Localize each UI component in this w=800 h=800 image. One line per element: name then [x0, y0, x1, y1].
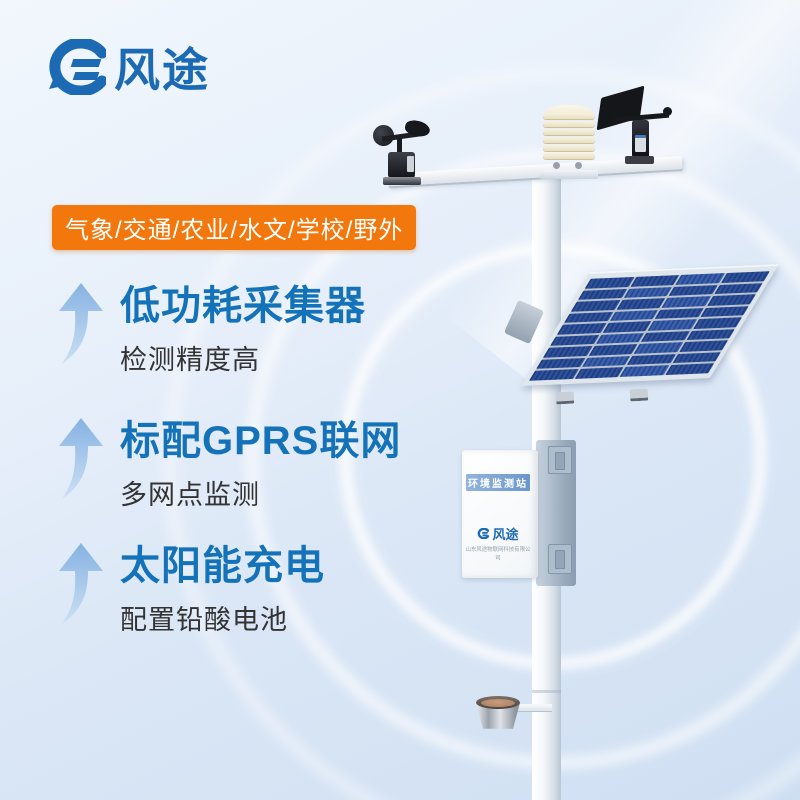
feature-gprs: 标配GPRS联网 多网点监测	[54, 417, 401, 512]
shield-plate	[543, 153, 595, 159]
feature-title: 低功耗采集器	[120, 284, 366, 328]
solar-cell	[563, 311, 614, 324]
solar-cell	[654, 307, 704, 320]
shield-bolt	[575, 162, 582, 169]
enclosure-brand: 风途	[460, 524, 536, 543]
solar-cell	[574, 367, 624, 379]
shield-base	[540, 170, 598, 179]
shield-plate	[543, 137, 595, 143]
solar-cell	[595, 332, 645, 345]
feature-subtitle: 多网点监测	[120, 480, 260, 510]
solar-cell	[588, 344, 638, 356]
solar-cell	[633, 342, 683, 354]
solar-cell	[720, 271, 770, 283]
solar-cell	[699, 305, 749, 318]
shield-plate	[543, 129, 595, 135]
cup-sensor-inner	[481, 699, 515, 707]
enclosure-hinge	[548, 544, 572, 574]
feature-title: 标配GPRS联网	[120, 419, 402, 463]
solar-cell	[623, 286, 673, 298]
enclosure-front-door	[462, 450, 538, 578]
solar-cell	[664, 363, 714, 376]
enclosure-brand-text: 风途	[492, 527, 519, 542]
solar-cell	[692, 317, 742, 329]
solar-cell	[668, 284, 718, 297]
solar-panel-foot	[555, 391, 575, 405]
up-arrow-icon	[54, 282, 106, 366]
cup-sensor-arm	[504, 704, 552, 711]
solar-cell	[557, 323, 607, 335]
solar-cell	[584, 276, 635, 289]
solar-cell	[581, 355, 631, 368]
anemometer-label	[407, 156, 414, 172]
solar-cell	[647, 319, 697, 331]
control-enclosure: 环境监测站 风途 山东风途物联网科技有限公司	[460, 438, 580, 590]
evaporation-cup-sensor	[474, 696, 554, 734]
wind-speed-sensor	[368, 114, 434, 186]
enclosure-company-text: 山东风途物联网科技有限公司	[465, 547, 531, 562]
solar-cell	[706, 294, 756, 306]
solar-cell	[543, 346, 593, 358]
enclosure-hinge	[548, 446, 572, 474]
feature-text-block: 标配GPRS联网 多网点监测	[120, 417, 401, 512]
anemometer-base	[383, 177, 421, 185]
solar-cell	[671, 352, 721, 364]
enclosure-label: 环境监测站	[466, 474, 530, 491]
solar-cell	[602, 321, 652, 333]
up-arrow-icon	[54, 542, 106, 626]
solar-cell	[626, 354, 676, 366]
solar-cell	[675, 273, 725, 285]
solar-cell	[577, 288, 628, 300]
shield-plate	[543, 121, 595, 127]
solar-cell	[570, 300, 621, 312]
wind-vane-label	[635, 135, 646, 152]
solar-cell	[609, 309, 659, 322]
feature-title: 太阳能充电	[120, 544, 325, 588]
solar-cell	[713, 282, 763, 295]
shield-plate	[543, 145, 595, 151]
anemometer-stem	[397, 138, 402, 155]
feature-low-power: 低功耗采集器 检测精度高	[54, 282, 366, 377]
shield-plate	[543, 113, 595, 119]
wind-vane-base	[625, 156, 654, 164]
shield-plates	[543, 113, 595, 161]
solar-cell	[630, 275, 680, 287]
wind-vane	[596, 85, 678, 168]
solar-cell	[550, 334, 600, 347]
solar-cell	[529, 369, 579, 381]
feature-text-block: 太阳能充电 配置铅酸电池	[120, 542, 325, 637]
solar-cell	[536, 357, 586, 370]
pole-seam	[532, 690, 561, 693]
fengtu-g-icon	[49, 39, 106, 95]
feature-solar: 太阳能充电 配置铅酸电池	[54, 542, 325, 637]
brand-logo-text: 风途	[114, 44, 210, 96]
solar-cell	[661, 296, 711, 308]
wind-vane-counterweight	[663, 107, 672, 116]
radiation-shield	[538, 104, 600, 180]
feature-subtitle: 检测精度高	[120, 345, 260, 375]
shield-bolt	[553, 162, 560, 169]
solar-cell	[685, 328, 735, 341]
scene-tagline-banner: 气象/交通/农业/水文/学校/野外	[52, 205, 417, 250]
up-arrow-icon	[54, 417, 106, 501]
brand-logo: 风途	[46, 34, 210, 100]
solar-cell	[619, 365, 669, 377]
solar-panel-foot	[629, 388, 649, 402]
fengtu-g-icon	[478, 528, 490, 539]
solar-cell	[616, 298, 666, 310]
feature-subtitle: 配置铅酸电池	[120, 605, 288, 635]
solar-cell	[678, 340, 728, 352]
feature-text-block: 低功耗采集器 检测精度高	[120, 282, 366, 377]
solar-cell	[640, 330, 690, 343]
